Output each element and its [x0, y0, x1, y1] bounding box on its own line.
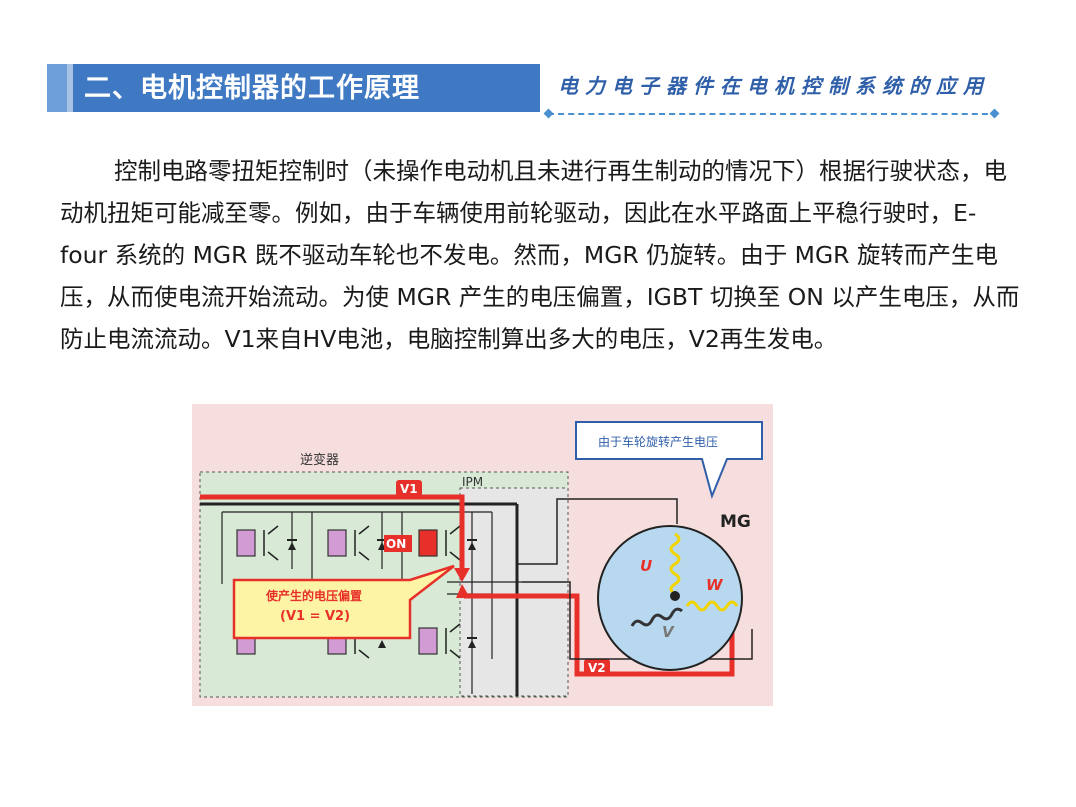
u-label: U: [640, 557, 652, 575]
body-paragraph: 控制电路零扭矩控制时（未操作电动机且未进行再生制动的情况下）根据行驶状态，电动机…: [60, 150, 1020, 360]
gate-driver: [327, 529, 347, 557]
phase-wire-w: [522, 581, 753, 660]
v1-tag: [396, 480, 422, 497]
neutral-point: [670, 591, 680, 601]
callout-bias: [232, 564, 455, 640]
current-path-v1: [200, 494, 465, 572]
underline-dot-right: [989, 108, 1000, 119]
underline-dot-left: [543, 108, 554, 119]
callout-bias-line1: 使产生的电压偏置: [265, 588, 362, 603]
page-subtitle: 电力电子器件在电机控制系统的应用: [558, 74, 990, 98]
v2-tag: [584, 659, 610, 676]
on-badge: [384, 535, 412, 552]
body-paragraph-text: 控制电路零扭矩控制时（未操作电动机且未进行再生制动的情况下）根据行驶状态，电动机…: [60, 157, 1020, 353]
callout-wheel-voltage-text: 由于车轮旋转产生电压: [598, 434, 718, 449]
callout-wheel-voltage: [575, 421, 763, 500]
coil-v: [630, 607, 683, 627]
title-accent: [47, 64, 67, 112]
phase-wire-u: [517, 498, 678, 565]
w-label: W: [706, 576, 724, 594]
gate-driver: [418, 627, 438, 655]
current-arrow-up: [456, 584, 470, 598]
callout-bias-line2: (V1 = V2): [280, 609, 350, 624]
title-accent-stripe: [67, 64, 73, 112]
page-title: 二、电机控制器的工作原理: [84, 73, 420, 104]
ipm-box: [459, 487, 569, 697]
current-arrow-down: [454, 568, 470, 582]
on-label: ON: [386, 537, 406, 551]
gate-driver: [236, 529, 256, 557]
circuit-diagram: 逆变器 IPM ON V1 V2: [192, 404, 773, 706]
inverter-label: 逆变器: [300, 452, 339, 468]
gate-driver-on: [418, 529, 438, 557]
motor-circle: [597, 525, 743, 671]
v-label: V: [662, 623, 675, 641]
v1-label: V1: [400, 482, 418, 496]
ipm-label: IPM: [462, 475, 483, 489]
coils: [669, 532, 739, 612]
mg-label: MG: [720, 512, 751, 532]
v2-label: V2: [588, 661, 606, 675]
subtitle-underline: [548, 113, 998, 115]
title-bar: [47, 64, 540, 112]
